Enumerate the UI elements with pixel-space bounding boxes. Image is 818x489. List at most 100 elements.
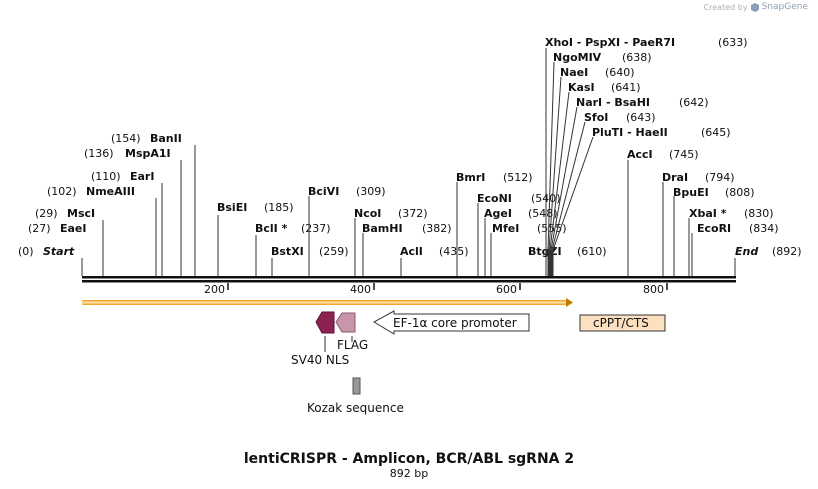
site-pos-agei: (548)	[528, 207, 558, 220]
site-drai[interactable]: DraI (794)	[662, 171, 735, 276]
tick-800: 800	[643, 283, 664, 296]
site-pos-acli: (435)	[439, 245, 469, 258]
site-pos-msci: (29)	[35, 207, 58, 220]
site-bstxi[interactable]: BstXI (259)	[271, 245, 349, 276]
credit-prefix: Created by	[703, 2, 748, 12]
site-name-econi: EcoNI	[477, 192, 512, 205]
site-msci[interactable]: (29) MscI	[35, 207, 104, 276]
site-xbai[interactable]: XbaI * (830)	[688, 207, 774, 276]
site-name-eaei: EaeI	[60, 222, 87, 235]
site-name-ncoi: NcoI	[354, 207, 381, 220]
end-pos: (892)	[772, 245, 802, 258]
cppt-label: cPPT/CTS	[593, 316, 649, 330]
site-pos-ncoi: (372)	[398, 207, 428, 220]
credit-brand: SnapGene	[761, 2, 808, 12]
site-bmri[interactable]: BmrI (512)	[456, 171, 533, 276]
sequence-start: (0) Start	[18, 245, 83, 276]
site-btgzi[interactable]: BtgZI (610)	[528, 245, 607, 276]
site-pos-eari: (110)	[91, 170, 121, 183]
site-bamhi[interactable]: BamHI (382)	[362, 222, 452, 276]
site-bpuei[interactable]: BpuEI (808)	[673, 186, 755, 276]
site-name-drai: DraI	[662, 171, 688, 184]
site-pos-ngomiv: (638)	[622, 51, 652, 64]
restriction-sites: (27) EaeI (29) MscI (102) NmeAIII (110) …	[28, 36, 779, 276]
site-name-bpuei: BpuEI	[673, 186, 709, 199]
map-length: 892 bp	[390, 467, 428, 480]
primer-bar[interactable]	[82, 298, 573, 307]
site-pos-bsiei: (185)	[264, 201, 294, 214]
site-name-eari: EarI	[130, 170, 154, 183]
site-name-acci: AccI	[627, 148, 653, 161]
flag-label: FLAG	[337, 338, 368, 352]
site-name-bstxi: BstXI	[271, 245, 304, 258]
site-xhoi[interactable]: XhoI - PspXI - PaeR7I (633)	[545, 36, 748, 276]
tick-600: 600	[496, 283, 517, 296]
kozak-label: Kozak sequence	[307, 401, 404, 415]
site-pos-xhoi: (633)	[718, 36, 748, 49]
site-pos-pluti: (645)	[701, 126, 731, 139]
site-banii[interactable]: (154) BanII	[111, 132, 196, 276]
site-name-nmeaiii: NmeAIII	[86, 185, 135, 198]
start-label: Start	[43, 245, 75, 258]
site-name-acli: AclI	[400, 245, 423, 258]
site-pos-bpuei: (808)	[725, 186, 755, 199]
site-bcli[interactable]: BclI * (237)	[255, 222, 331, 276]
site-pos-banii: (154)	[111, 132, 141, 145]
site-name-mfei: MfeI	[492, 222, 519, 235]
site-pos-bmri: (512)	[503, 171, 533, 184]
site-bsiei[interactable]: BsiEI (185)	[217, 201, 294, 276]
site-name-bmri: BmrI	[456, 171, 485, 184]
site-name-bcli: BclI *	[255, 222, 288, 235]
feature-kozak[interactable]: Kozak sequence	[307, 377, 404, 415]
site-acci[interactable]: AccI (745)	[627, 148, 699, 276]
site-eari[interactable]: (110) EarI	[91, 170, 163, 276]
site-ncoi[interactable]: NcoI (372)	[354, 207, 428, 276]
site-name-nari: NarI - BsaHI	[576, 96, 650, 109]
site-pos-drai: (794)	[705, 171, 735, 184]
site-nmeaiii[interactable]: (102) NmeAIII	[47, 185, 157, 276]
site-name-bsiei: BsiEI	[217, 201, 247, 214]
end-label: End	[735, 245, 758, 258]
site-agei[interactable]: AgeI (548)	[484, 207, 558, 276]
site-acli[interactable]: AclI (435)	[400, 245, 469, 276]
site-eaei[interactable]: (27) EaeI	[28, 222, 104, 276]
site-pos-bstxi: (259)	[319, 245, 349, 258]
site-pos-sfoi: (643)	[626, 111, 656, 124]
site-sfoi[interactable]: SfoI (643)	[551, 111, 656, 276]
site-name-kasi: KasI	[568, 81, 595, 94]
feature-sv40-nls[interactable]: SV40 NLS	[291, 311, 349, 367]
site-bcivi[interactable]: BciVI (309)	[308, 185, 386, 276]
site-name-bcivi: BciVI	[308, 185, 339, 198]
site-name-pluti: PluTI - HaeII	[592, 126, 668, 139]
site-name-xbai: XbaI *	[689, 207, 727, 220]
site-kasi[interactable]: KasI (641)	[549, 81, 641, 276]
dna-backbone	[82, 276, 736, 283]
snapgene-logo-icon	[750, 2, 759, 12]
sequence-end: End (892)	[734, 245, 802, 276]
site-name-sfoi: SfoI	[584, 111, 608, 124]
site-naei[interactable]: NaeI (640)	[548, 66, 635, 276]
site-ngomiv[interactable]: NgoMIV (638)	[547, 51, 652, 276]
site-pos-btgzi: (610)	[577, 245, 607, 258]
map-title: lentiCRISPR - Amplicon, BCR/ABL sgRNA 2	[244, 451, 574, 467]
site-nari[interactable]: NarI - BsaHI (642)	[550, 96, 709, 276]
site-pos-bcivi: (309)	[356, 185, 386, 198]
feature-cppt-cts[interactable]: cPPT/CTS	[579, 314, 666, 332]
site-pos-mspa1i: (136)	[84, 147, 114, 160]
site-pos-xbai: (830)	[744, 207, 774, 220]
site-pos-nmeaiii: (102)	[47, 185, 77, 198]
site-name-ngomiv: NgoMIV	[553, 51, 602, 64]
site-pos-acci: (745)	[669, 148, 699, 161]
tick-200: 200	[204, 283, 225, 296]
snapgene-credit: Created by SnapGene	[704, 2, 808, 12]
site-mspa1i[interactable]: (136) MspA1I	[84, 147, 182, 276]
feature-flag[interactable]: FLAG	[335, 312, 368, 352]
site-pluti[interactable]: PluTI - HaeII (645)	[552, 126, 731, 276]
site-name-banii: BanII	[150, 132, 182, 145]
site-name-naei: NaeI	[560, 66, 588, 79]
site-pos-bcli: (237)	[301, 222, 331, 235]
feature-ef1a-promoter[interactable]: EF-1α core promoter	[372, 310, 530, 335]
site-ecori[interactable]: EcoRI (834)	[691, 222, 779, 276]
ruler: 200 400 600 800	[204, 283, 668, 296]
